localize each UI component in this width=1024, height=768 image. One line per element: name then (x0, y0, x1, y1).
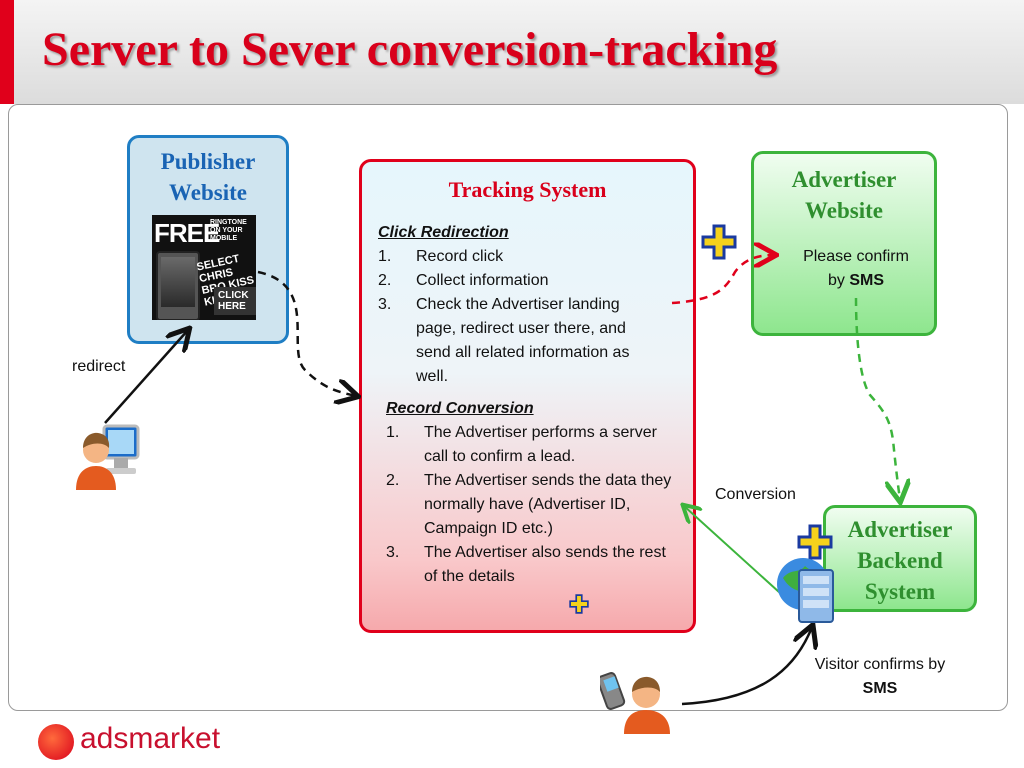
advertiser-backend-title: Advertiser Backend System (826, 514, 974, 607)
list-item: 3. The Advertiser also sends the rest of … (386, 541, 676, 589)
list-text: Record click (416, 248, 504, 265)
list-number: 2. (386, 472, 400, 489)
list-number: 3. (378, 296, 392, 313)
record-conversion-list: 1. The Advertiser performs a server call … (386, 421, 676, 589)
list-text: Check the Advertiser landing page, redir… (416, 296, 630, 385)
please-confirm-sms: SMS (849, 272, 885, 289)
redirect-arrow (104, 330, 188, 424)
please-confirm-line1: Please confirm (803, 248, 909, 265)
please-confirm-by: by (827, 272, 845, 289)
adsmarket-logo-text: adsmarket (80, 722, 221, 755)
list-number: 1. (378, 248, 392, 265)
conversion-label: Conversion (715, 486, 796, 503)
ringtone-ad-banner: FREE RINGTONE ON YOUR MOBILE SELECT CHRI… (152, 215, 256, 320)
ad-ringtone-text: RINGTONE ON YOUR MOBILE (210, 219, 247, 242)
list-item: 1. Record click (378, 245, 678, 269)
advertiser-website-box: Advertiser Website (751, 151, 937, 336)
user-phone-icon (600, 672, 670, 734)
record-conversion-heading: Record Conversion (386, 400, 534, 417)
list-item: 1. The Advertiser performs a server call … (386, 421, 664, 469)
publisher-title-line1: Publisher (160, 149, 256, 174)
advertiser-backend-title-line3: System (864, 579, 936, 604)
advertiser-backend-title-line2: Backend (857, 548, 943, 573)
publisher-to-tracking-arrow (257, 270, 356, 396)
advertiser-backend-title-line1: Advertiser (847, 517, 953, 542)
tracking-system-box: Tracking System (359, 159, 696, 633)
visitor-confirms-label: Visitor confirms by SMS (790, 653, 970, 701)
tracking-system-title: Tracking System (448, 177, 607, 202)
visitor-confirms-arrow (681, 627, 812, 706)
adsmarket-logo-icon (38, 724, 74, 760)
list-item: 2. The Advertiser sends the data they nor… (386, 469, 676, 541)
plus-cross-icon (701, 224, 737, 260)
list-number: 3. (386, 544, 400, 561)
list-text: The Advertiser sends the data they norma… (424, 472, 672, 537)
visitor-confirms-sms: SMS (862, 680, 898, 697)
list-number: 2. (378, 272, 392, 289)
list-text: Collect information (416, 272, 549, 289)
click-redirection-heading: Click Redirection (378, 224, 509, 241)
advertiser-website-title: Advertiser Website (754, 164, 934, 226)
click-redirection-list: 1. Record click 2. Collect information 3. C… (378, 245, 678, 389)
advertiser-website-title-line2: Website (805, 198, 883, 223)
redirect-label: redirect (72, 358, 126, 375)
server-globe-icon (777, 558, 834, 623)
visitor-confirms-line1: Visitor confirms by (814, 656, 946, 673)
advertiser-backend-box: Advertiser Backend System (823, 505, 977, 612)
tracking-to-advertiser-arrow (671, 255, 774, 305)
publisher-title-line2: Website (169, 180, 247, 205)
mobile-phone-icon (156, 251, 200, 320)
list-number: 1. (386, 424, 400, 441)
publisher-website-title: Publisher Website (130, 146, 286, 208)
list-text: The Advertiser also sends the rest of th… (424, 544, 666, 585)
list-item: 3. Check the Advertiser landing page, red… (378, 293, 656, 389)
list-item: 2. Collect information (378, 269, 678, 293)
plus-cross-icon (797, 524, 833, 560)
title-bar (0, 0, 1024, 104)
user-computer-icon (76, 424, 140, 490)
ad-click-here-text: CLICK HERE (214, 287, 256, 315)
title-accent-bar (0, 0, 14, 104)
list-text: The Advertiser performs a server call to… (424, 424, 657, 465)
ad-free-text: FREE (154, 218, 220, 248)
sms-to-backend-arrow (854, 297, 900, 500)
advertiser-website-title-line1: Advertiser (791, 167, 897, 192)
slide-title: Server to Sever conversion-tracking (42, 23, 778, 76)
adsmarket-logo: adsmarket (38, 722, 221, 762)
plus-cross-icon (569, 594, 589, 614)
please-confirm-text: Please confirm by SMS (784, 245, 928, 293)
conversion-arrow (684, 506, 791, 603)
